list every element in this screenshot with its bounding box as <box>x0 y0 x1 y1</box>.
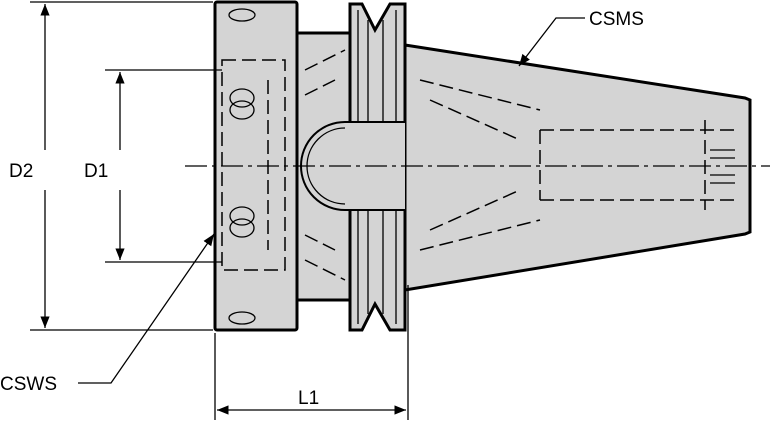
callout-csws: CSWS <box>0 233 215 395</box>
d2-label: D2 <box>9 161 33 182</box>
csms-label: CSMS <box>589 9 644 30</box>
drive-slot <box>300 121 405 211</box>
l1-label: L1 <box>298 388 319 409</box>
dimension-d1: D1 <box>84 69 222 263</box>
csws-label: CSWS <box>0 374 57 395</box>
d1-label: D1 <box>84 161 108 182</box>
dimension-l1: L1 <box>214 285 409 420</box>
callout-csms: CSMS <box>518 9 644 67</box>
dimension-d2: D2 <box>9 1 213 331</box>
taper-shank <box>403 43 752 292</box>
